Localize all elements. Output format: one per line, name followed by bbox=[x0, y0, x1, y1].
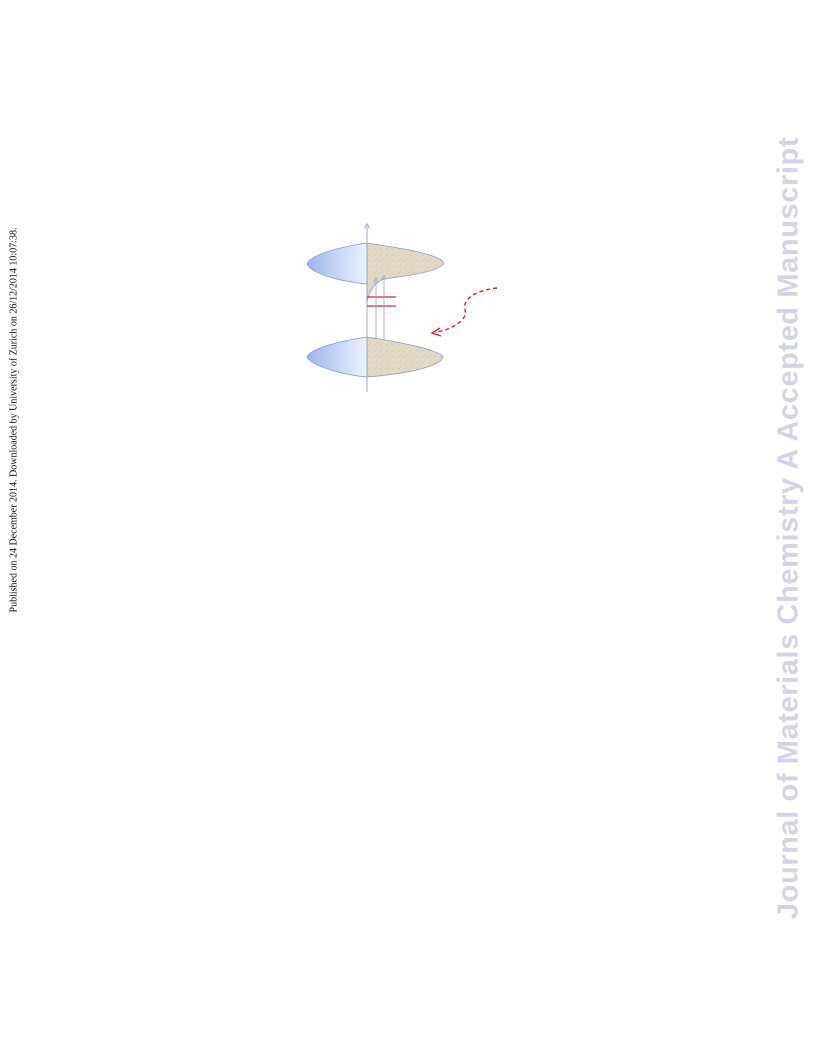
journal-watermark-text: Journal of Materials Chemistry A Accepte… bbox=[772, 136, 805, 920]
band-diagram-svg bbox=[306, 212, 498, 392]
lower-band-blue-half bbox=[306, 336, 368, 378]
lower-band-sand-half bbox=[366, 336, 444, 378]
dashed-arrow-head-icon bbox=[430, 327, 442, 337]
dashed-curved-arrow-icon bbox=[434, 287, 498, 333]
upper-band-blue-half bbox=[306, 242, 368, 285]
band-diagram-figure bbox=[290, 212, 520, 402]
upper-band-sand-half bbox=[366, 242, 445, 303]
publication-note-text: Published on 24 December 2014. Downloade… bbox=[8, 227, 20, 613]
